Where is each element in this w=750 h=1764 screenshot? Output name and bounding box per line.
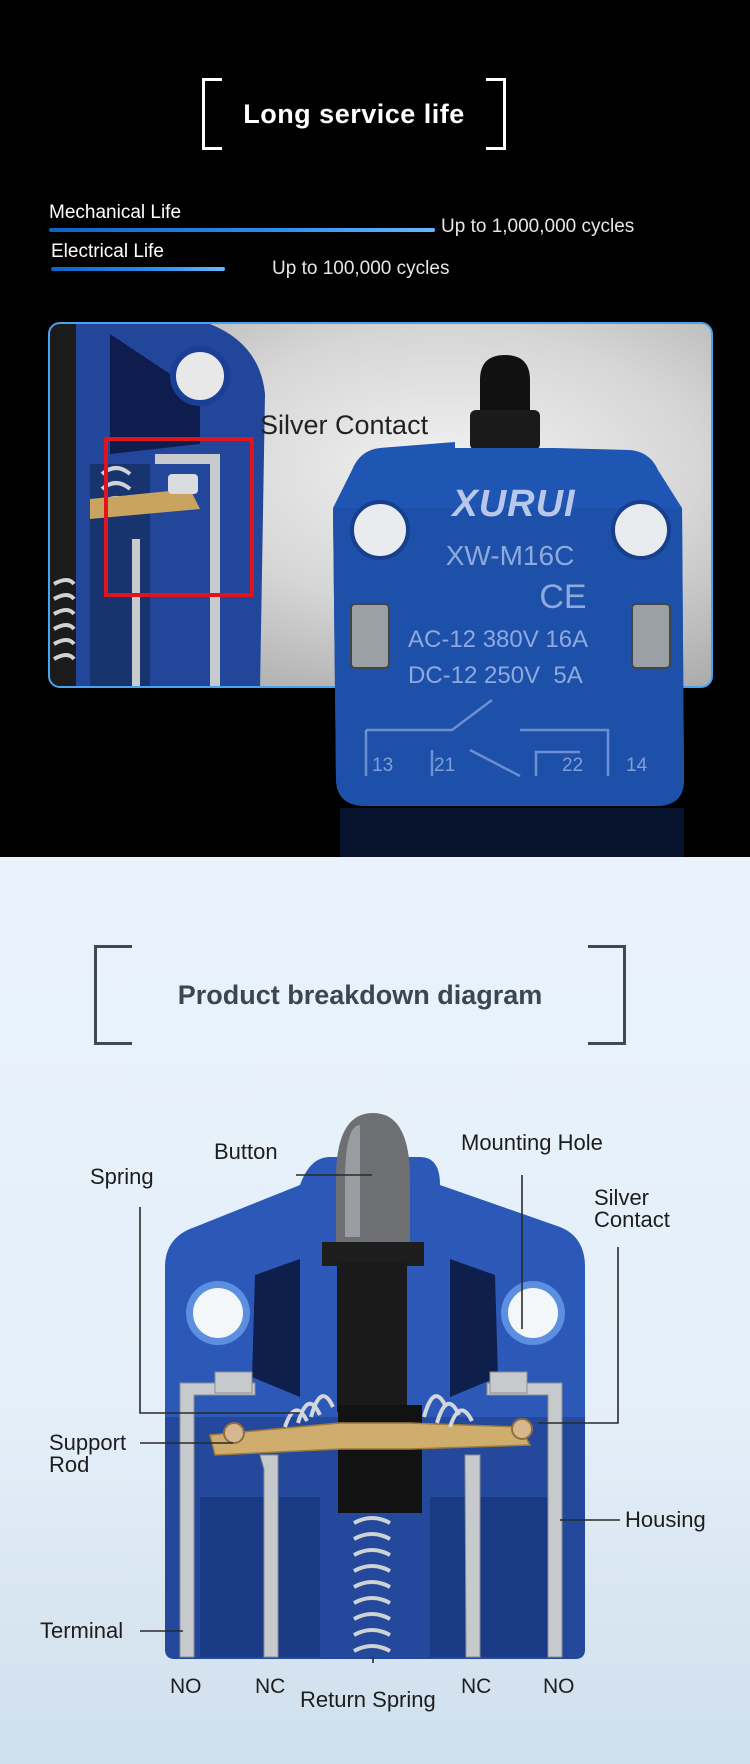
mechanical-life-value: Up to 1,000,000 cycles [441, 216, 635, 237]
support-rod-label-line2: Rod [49, 1452, 90, 1477]
rating-ac: AC-12 380V 16A [408, 626, 589, 653]
terminal-nc-right: NC [461, 1675, 492, 1698]
service-life-section: Long service life Mechanical Life Up to … [0, 0, 750, 857]
title-bracket-left [202, 78, 222, 150]
terminal-number-22: 22 [562, 755, 584, 776]
service-life-title-frame: Long service life [202, 78, 506, 150]
terminal-no-left: NO [170, 1675, 202, 1698]
brand-logo: XURUI [452, 483, 576, 525]
electrical-life-label: Electrical Life [51, 241, 164, 262]
support-rod-label: Support Rod [49, 1432, 126, 1476]
silver-contact-label: Silver Contact [594, 1187, 670, 1231]
silver-contact-label-line1: Silver [594, 1185, 650, 1210]
terminal-no-right: NO [543, 1675, 575, 1698]
breakdown-bracket-right [588, 945, 626, 1045]
housing-label: Housing [625, 1507, 706, 1532]
rating-dc: DC-12 250V 5A [408, 662, 583, 689]
terminal-number-21: 21 [434, 755, 456, 776]
silver-contact-callout: Silver Contact [260, 410, 429, 440]
terminal-number-13: 13 [372, 755, 394, 776]
breakdown-title: Product breakdown diagram [177, 980, 543, 1010]
mechanical-life-label: Mechanical Life [49, 202, 182, 223]
model-number: XW-M16C [445, 540, 575, 571]
microswitch-product-image [333, 355, 684, 857]
electrical-life-bar [51, 267, 225, 271]
terminal-number-14: 14 [626, 755, 648, 776]
breakdown-title-frame: Product breakdown diagram [94, 945, 626, 1045]
silver-contact-highlight-box [104, 437, 254, 597]
ce-mark: CE [539, 578, 587, 616]
service-life-title: Long service life [243, 99, 465, 129]
breakdown-illustration [139, 1113, 620, 1663]
silver-contact-label-line2: Contact [594, 1207, 670, 1232]
mounting-hole-label: Mounting Hole [461, 1130, 603, 1155]
terminal-nc-left: NC [255, 1675, 286, 1698]
breakdown-bracket-left [94, 945, 132, 1045]
breakdown-section: Product breakdown diagram [0, 857, 750, 1764]
support-rod-label-line1: Support [49, 1430, 127, 1455]
title-bracket-right [486, 78, 506, 150]
terminal-label: Terminal [40, 1618, 124, 1643]
electrical-life-value: Up to 100,000 cycles [272, 258, 450, 279]
mechanical-life-bar [49, 228, 435, 232]
button-label: Button [214, 1139, 278, 1164]
return-spring-label: Return Spring [300, 1687, 436, 1712]
spring-label: Spring [90, 1164, 154, 1189]
